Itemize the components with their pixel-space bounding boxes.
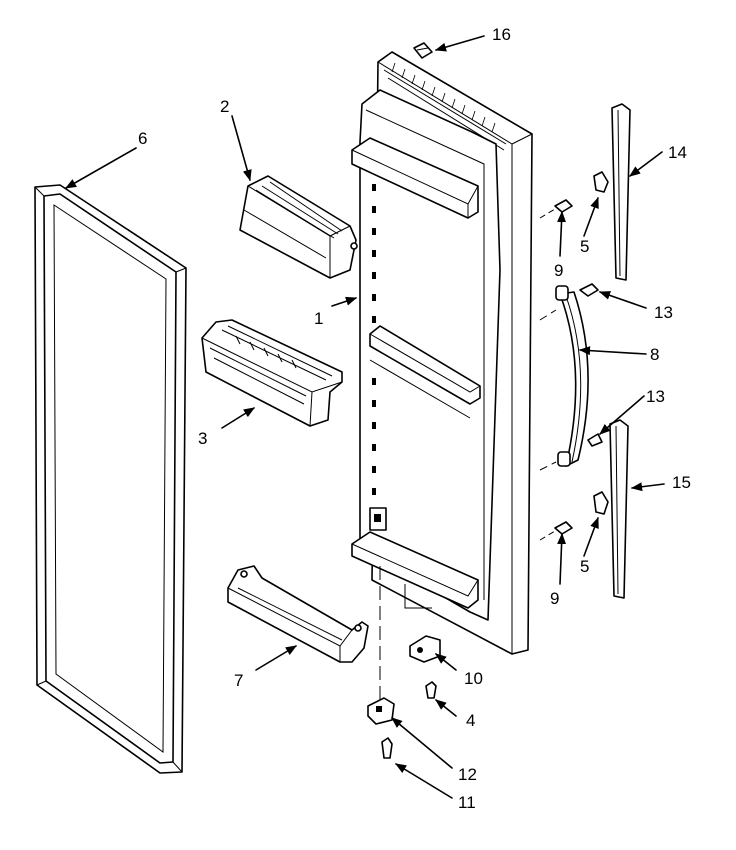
hinge-12-part	[367, 697, 395, 725]
callout-16: 16	[492, 25, 511, 44]
door-handle-part	[539, 285, 589, 471]
trim-strip-upper-part	[611, 103, 631, 281]
door-bin-part	[201, 319, 343, 427]
callout-labels: 1 2 3 4 5 5 6 7 8 9 9 10 11 12 13 13 14 …	[138, 25, 691, 812]
door-panel-part	[351, 51, 533, 700]
shelf-holes	[372, 184, 376, 495]
callout-9-lower: 9	[550, 589, 559, 608]
dairy-door-part	[239, 175, 358, 279]
callout-1: 1	[314, 309, 323, 328]
screw-9-lower	[539, 521, 573, 541]
callout-5-upper: 5	[580, 237, 589, 256]
hinge-10-part	[409, 635, 441, 663]
callout-2: 2	[220, 97, 229, 116]
door-gasket-part	[34, 184, 187, 774]
screw-13-upper	[579, 283, 599, 297]
callout-4: 4	[466, 711, 475, 730]
leader-lines	[65, 35, 665, 799]
callout-11: 11	[458, 793, 476, 812]
callout-15: 15	[672, 473, 691, 492]
clip-5-lower	[593, 491, 609, 515]
callout-7: 7	[234, 671, 243, 690]
callout-9-upper: 9	[554, 261, 563, 280]
callout-10: 10	[464, 669, 483, 688]
clip-5-upper	[593, 171, 609, 193]
screw-4-part	[425, 681, 437, 699]
screw-9-upper	[539, 199, 573, 219]
lower-bin-part	[227, 565, 369, 663]
trim-strip-lower-part	[609, 419, 629, 599]
callout-3: 3	[198, 429, 207, 448]
callout-13-upper: 13	[654, 303, 673, 322]
callout-6: 6	[138, 129, 147, 148]
callout-12: 12	[458, 765, 477, 784]
callout-13-lower: 13	[646, 387, 665, 406]
screw-11-part	[381, 737, 393, 759]
top-cap-part	[413, 42, 433, 59]
callout-8: 8	[650, 345, 659, 364]
callout-14: 14	[668, 143, 687, 162]
callout-5-lower: 5	[580, 557, 589, 576]
screw-13-lower	[587, 433, 603, 447]
